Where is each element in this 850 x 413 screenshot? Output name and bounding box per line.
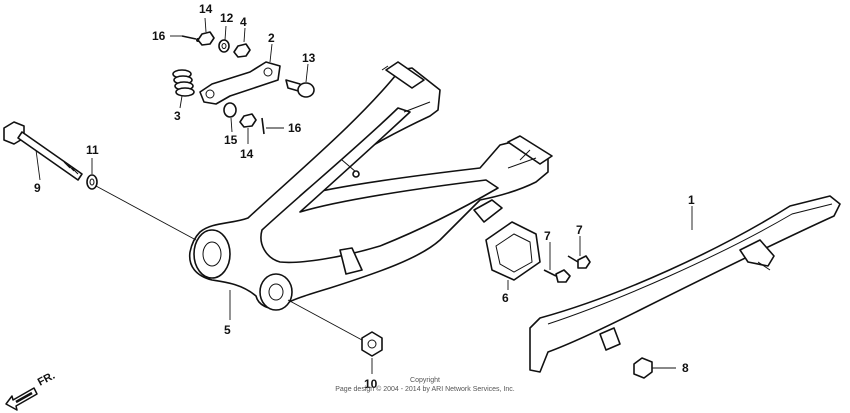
callout-16-lower: 16 (288, 121, 302, 135)
callout-2: 2 (268, 31, 275, 45)
front-label: FR. (36, 370, 57, 389)
callout-7-left: 7 (544, 229, 551, 243)
copyright-title: Copyright (410, 377, 440, 384)
callout-3: 3 (174, 109, 181, 123)
callout-16-top: 16 (152, 29, 166, 43)
callout-10: 10 (364, 377, 378, 391)
callout-14-lower: 14 (240, 147, 254, 161)
spring (172, 69, 195, 97)
leader-lines (35, 17, 693, 374)
pivot-nut (287, 299, 383, 357)
callout-1: 1 (688, 193, 695, 207)
callout-14-top: 14 (199, 2, 213, 16)
bolts-7 (543, 255, 591, 283)
bolt-8 (633, 357, 676, 379)
callout-4: 4 (240, 15, 247, 29)
copyright-text: Page design © 2004 - 2014 by ARI Network… (335, 385, 515, 393)
chain-guide-slider (485, 221, 541, 281)
top-hardware (181, 31, 251, 58)
bolt-13 (285, 79, 315, 98)
callout-11: 11 (86, 143, 99, 157)
callout-5: 5 (224, 323, 231, 337)
callout-13: 13 (302, 51, 316, 65)
callout-labels: 14 12 4 16 2 13 3 15 14 16 11 9 5 6 7 7 … (34, 2, 695, 391)
callout-6: 6 (502, 291, 509, 305)
callout-8: 8 (682, 361, 689, 375)
stopper-plate (199, 61, 281, 105)
callout-15: 15 (224, 133, 238, 147)
callout-7-right: 7 (576, 223, 583, 237)
chain-case (529, 195, 841, 373)
pivot-bolt (3, 121, 197, 241)
copyright-notice: Copyright Page design © 2004 - 2014 by A… (335, 377, 515, 393)
lower-hardware (223, 102, 265, 135)
callout-12: 12 (220, 11, 234, 25)
swingarm (188, 61, 553, 311)
front-direction-indicator: FR. (5, 370, 57, 411)
callout-9: 9 (34, 181, 41, 195)
